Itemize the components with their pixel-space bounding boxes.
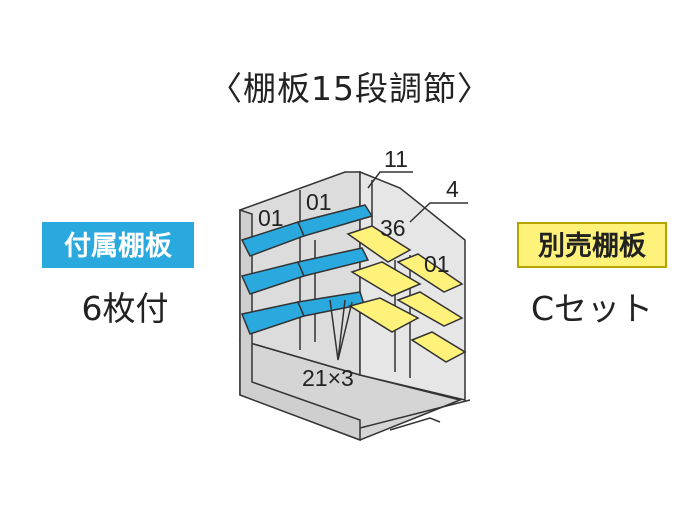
callout-line-right <box>409 202 468 223</box>
callout-line-bottom <box>329 299 353 361</box>
callout-line-top <box>367 171 413 189</box>
optional-shelves <box>346 225 467 363</box>
label-top-callout: 11 <box>384 146 408 172</box>
diagram-title: 〈棚板15段調節〉 <box>209 69 491 108</box>
label-bottom-callout: 21×3 <box>302 365 354 391</box>
optional-shelves-count: Cセット <box>530 289 654 328</box>
optional-shelves-badge: 別売棚板 <box>517 222 667 268</box>
label-left-shelf-2: 01 <box>306 189 332 215</box>
door-sill <box>359 399 471 431</box>
included-shelves-badge: 付属棚板 <box>42 222 194 268</box>
label-mid: 36 <box>380 215 406 241</box>
label-left-shelf-1: 01 <box>258 205 284 231</box>
included-shelves <box>240 204 374 335</box>
included-shelves-count: 6枚付 <box>81 289 169 328</box>
shed-left-wall <box>239 208 361 442</box>
label-right-callout: 4 <box>446 176 459 202</box>
label-right-shelf: 01 <box>424 251 450 277</box>
